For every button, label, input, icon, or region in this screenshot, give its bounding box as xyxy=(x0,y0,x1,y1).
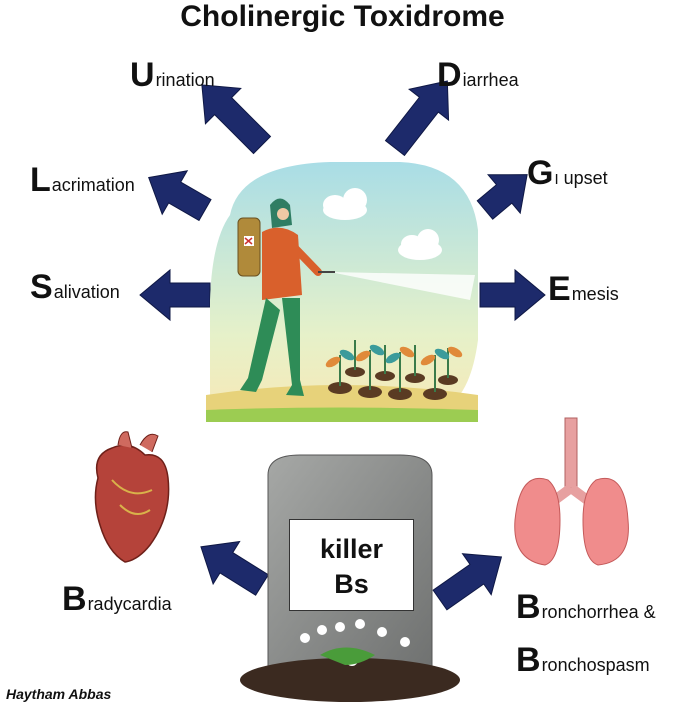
label-bradycardia: Bradycardia xyxy=(62,580,172,618)
arrow-bronchi xyxy=(432,553,503,611)
label-gi-upset: GI upset xyxy=(527,154,608,192)
arrow-lacrimation xyxy=(148,170,212,222)
label-bronchorrhea: Bronchorrhea & xyxy=(516,588,656,626)
label-lacrimation: Lacrimation xyxy=(30,161,135,199)
arrow-urination xyxy=(201,84,272,155)
killer-bs-plaque: killer Bs xyxy=(289,519,414,611)
plants xyxy=(328,367,458,400)
arrow-salivation xyxy=(139,268,211,322)
heart-illustration xyxy=(94,431,170,563)
plaque-line-2: Bs xyxy=(334,569,369,599)
arrow-bradycardia xyxy=(200,540,270,596)
farmer-figure xyxy=(237,198,335,396)
label-salivation: Salivation xyxy=(30,268,120,306)
arrow-emesis xyxy=(479,268,546,322)
label-bronchospasm: Bronchospasm xyxy=(516,641,650,679)
author-credit: Haytham Abbas xyxy=(6,686,112,702)
diagram-title: Cholinergic Toxidrome xyxy=(180,0,505,33)
plaque-line-1: killer xyxy=(319,534,384,564)
arrow-diarrhea xyxy=(384,80,450,157)
label-emesis: Emesis xyxy=(548,270,619,308)
label-diarrhea: Diarrhea xyxy=(437,56,519,94)
arrow-gi xyxy=(476,174,528,220)
lungs-illustration xyxy=(514,417,629,566)
label-urination: Urination xyxy=(130,56,215,94)
